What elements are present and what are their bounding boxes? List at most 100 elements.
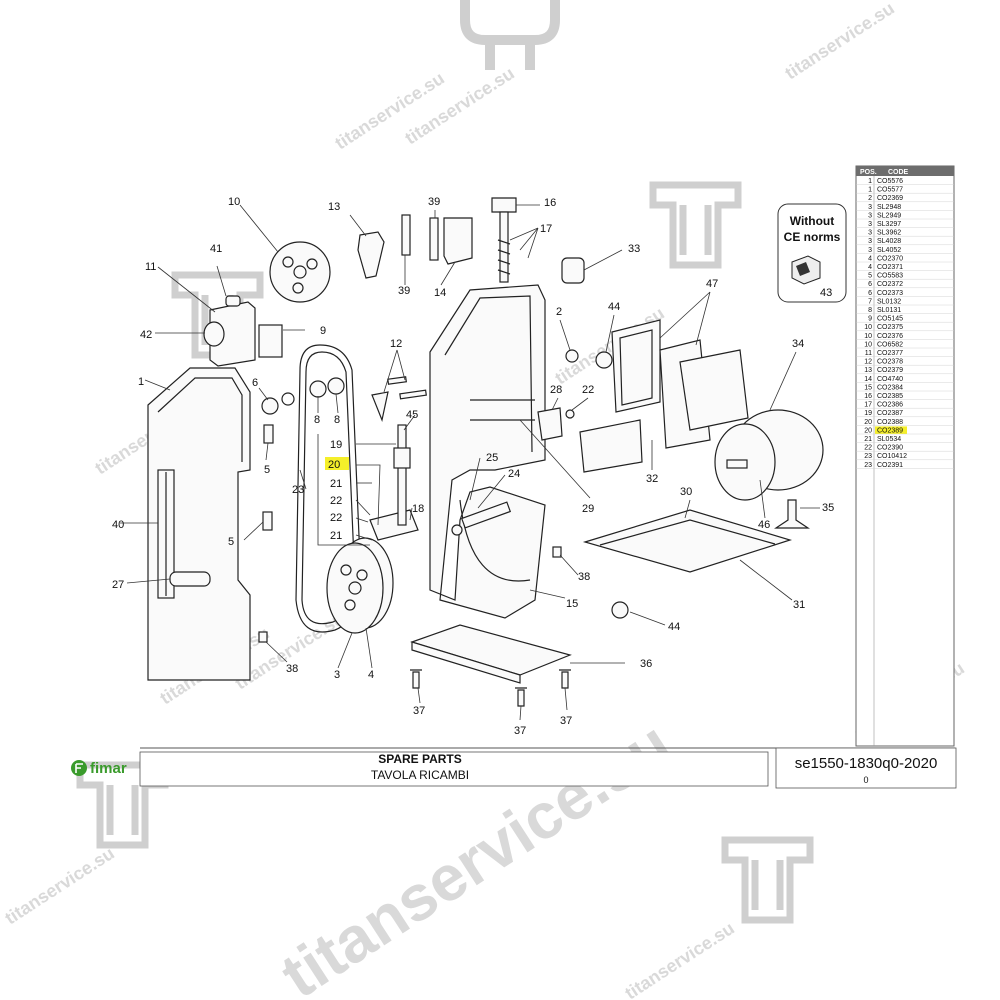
table-cell-pos: 21 — [864, 436, 872, 443]
watermark-text: titanservice.su — [401, 63, 518, 148]
table-cell-pos: 22 — [864, 445, 872, 452]
callout-numbers: 1 10 41 11 42 9 6 8 8 5 40 5 27 23 38 3 … — [112, 196, 834, 737]
part-9-block — [258, 324, 283, 358]
callout-label: 4 — [368, 669, 374, 681]
table-cell-code: SL0534 — [877, 436, 901, 443]
part-1-door-panel — [147, 367, 251, 681]
callout-label: 6 — [252, 377, 258, 389]
callout-label: 17 — [540, 223, 552, 235]
part-2-tension-indicator — [565, 349, 579, 363]
callout-label: 3 — [334, 669, 340, 681]
part-27-knob — [169, 571, 211, 587]
watermark-logo — [460, 0, 560, 70]
callout-label: 44 — [608, 301, 620, 313]
watermark-logo — [649, 181, 742, 269]
callout-label: 21 — [330, 530, 342, 542]
watermark-text: titanservice.su — [1, 843, 118, 928]
part-11-switch-box — [209, 301, 256, 367]
table-cell-pos: 14 — [864, 376, 872, 383]
part-31-base-plate — [582, 509, 793, 573]
table-cell-pos: 3 — [868, 221, 872, 228]
exploded-view — [147, 197, 824, 707]
table-cell-code: CO4740 — [877, 376, 903, 383]
callout-label: 38 — [286, 663, 298, 675]
table-cell-code: SL4028 — [877, 238, 901, 245]
part-1-door-edge — [157, 377, 243, 462]
part-47-panel — [611, 319, 661, 413]
callout-label: 12 — [390, 338, 402, 350]
callout-label: 5 — [228, 536, 234, 548]
table-cell-pos: 9 — [868, 316, 872, 323]
watermark-text: titanservice.su — [621, 918, 738, 1000]
table-cell-code: CO6582 — [877, 341, 903, 348]
part-32-box — [679, 349, 749, 431]
brand-name: fimar — [90, 760, 127, 777]
table-cell-pos: 23 — [864, 462, 872, 469]
title-block: fimar SPARE PARTS TAVOLA RICAMBI se1550-… — [71, 747, 957, 789]
table-cell-pos: 12 — [864, 359, 872, 366]
table-cell-pos: 20 — [864, 427, 872, 434]
callout-label: 1 — [138, 376, 144, 388]
callout-label: 18 — [412, 503, 424, 515]
part-44-knob — [611, 601, 629, 619]
callout-label: 45 — [406, 409, 418, 421]
callout-label: 5 — [264, 464, 270, 476]
callout-label: 15 — [566, 598, 578, 610]
callout-label: 28 — [550, 384, 562, 396]
callout-label: 31 — [793, 599, 805, 611]
table-cell-code: SL2949 — [877, 212, 901, 219]
callout-label: 23 — [292, 484, 304, 496]
table-cell-pos: 2 — [868, 195, 872, 202]
part-37-foot — [515, 687, 527, 707]
table-cell-code: CO5583 — [877, 273, 903, 280]
table-cell-pos: 19 — [864, 410, 872, 417]
model-code: se1550-1830q0-2020 — [795, 755, 938, 772]
part-22-nut — [565, 409, 575, 419]
table-cell-pos: 3 — [868, 247, 872, 254]
table-cell-pos: 7 — [868, 298, 872, 305]
callout-label: 8 — [314, 414, 320, 426]
callout-label: 30 — [680, 486, 692, 498]
part-45-rod — [397, 424, 407, 526]
part-35-foot — [774, 499, 810, 529]
part-39-plate — [401, 214, 411, 256]
callout-label: 33 — [628, 243, 640, 255]
table-cell-pos: 3 — [868, 204, 872, 211]
table-cell-pos: 15 — [864, 384, 872, 391]
revision-number: 0 — [863, 775, 868, 785]
table-cell-pos: 3 — [868, 238, 872, 245]
table-cell-pos: 4 — [868, 264, 872, 271]
callout-label: 40 — [112, 519, 124, 531]
table-cell-pos: 10 — [864, 324, 872, 331]
table-cell-pos: 8 — [868, 307, 872, 314]
table-cell-code: SL2948 — [877, 204, 901, 211]
table-cell-pos: 4 — [868, 255, 872, 262]
table-cell-pos: 17 — [864, 402, 872, 409]
table-cell-code: CO2389 — [877, 427, 903, 434]
callout-label: 22 — [330, 512, 342, 524]
table-cell-code: CO2385 — [877, 393, 903, 400]
table-cell-pos: 1 — [868, 187, 872, 194]
table-cell-pos: 10 — [864, 341, 872, 348]
part-24-shaft — [460, 501, 512, 529]
table-cell-code: SL3297 — [877, 221, 901, 228]
callout-label: 29 — [582, 503, 594, 515]
table-cell-code: CO2369 — [877, 195, 903, 202]
part-42-knob — [203, 321, 225, 347]
callout-label: 22 — [330, 495, 342, 507]
part-16-tension-knob — [491, 197, 517, 213]
callout-label: 25 — [486, 452, 498, 464]
highlight-mark — [325, 457, 349, 470]
callout-label: 42 — [140, 329, 152, 341]
table-cell-pos: 6 — [868, 290, 872, 297]
table-cell-pos: 3 — [868, 212, 872, 219]
callout-label: 19 — [330, 439, 342, 451]
callout-label: 47 — [706, 278, 718, 290]
table-cell-code: CO2390 — [877, 445, 903, 452]
part-13-lever — [357, 231, 385, 279]
table-row-highlight — [875, 426, 907, 434]
callout-label: 34 — [792, 338, 804, 350]
table-cell-code: CO5145 — [877, 316, 903, 323]
